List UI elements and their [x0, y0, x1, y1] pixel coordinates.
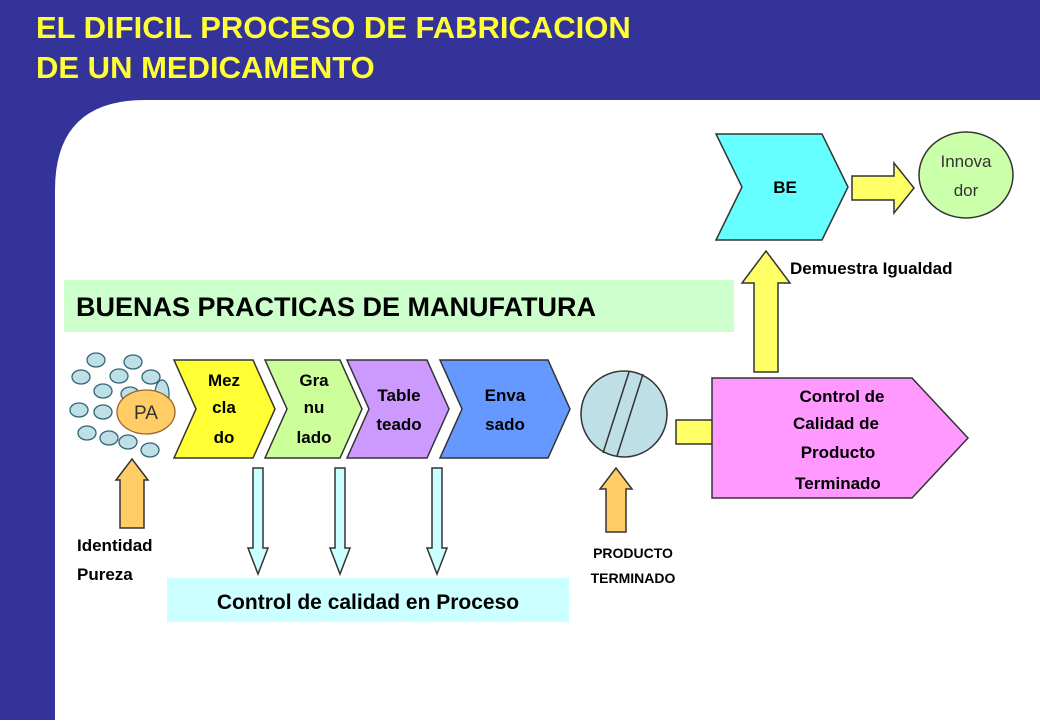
quality-control-line2: Calidad de — [793, 414, 879, 433]
granule — [77, 425, 97, 441]
slide-title-line1: EL DIFICIL PROCESO DE FABRICACION — [36, 10, 631, 45]
granule — [93, 404, 113, 420]
gmp-banner-text: BUENAS PRACTICAS DE MANUFATURA — [76, 292, 596, 322]
process-control-text: Control de calidad en Proceso — [217, 591, 519, 614]
arrow-down-tableteado — [425, 467, 449, 577]
quality-control-line1: Control de — [800, 387, 885, 406]
producto-label: PRODUCTO — [593, 545, 673, 561]
step-mezclado-line2: cla — [212, 398, 236, 417]
arrow-up-producto-terminado — [598, 466, 634, 533]
step-envasado-line1: Enva — [485, 386, 526, 405]
granule — [99, 430, 119, 446]
pureza-label: Pureza — [77, 565, 133, 584]
identidad-label: Identidad — [77, 536, 153, 555]
arrow-down-granulado — [328, 467, 352, 577]
process-control-box — [167, 578, 569, 622]
quality-control-line4: Terminado — [795, 474, 881, 493]
quality-control-line3: Producto — [801, 443, 876, 462]
granule — [140, 442, 160, 458]
demuestra-igualdad-label: Demuestra Igualdad — [790, 259, 953, 278]
step-granulado-line2: nu — [304, 398, 325, 417]
be-chevron — [714, 133, 849, 241]
step-chevron-envasado — [438, 359, 571, 459]
granule — [93, 383, 113, 399]
pa-label: PA — [134, 403, 158, 424]
step-granulado-line3: lado — [297, 428, 332, 447]
granule — [141, 369, 161, 385]
arrow-down-mezclado — [246, 467, 270, 577]
step-chevron-tableteado — [345, 359, 450, 459]
innovador-line2: dor — [954, 181, 979, 200]
tablet-score-line — [602, 371, 630, 454]
granule — [69, 402, 89, 418]
step-tableteado-line1: Table — [377, 386, 420, 405]
innovador-ellipse — [918, 131, 1014, 219]
tablet-icon — [580, 370, 668, 458]
quality-control-chevron — [711, 377, 970, 499]
step-envasado-line2: sado — [485, 415, 525, 434]
step-chevron-mezclado — [172, 359, 276, 459]
step-granulado-line1: Gra — [299, 371, 329, 390]
arrow-right-to-innovador — [851, 160, 915, 216]
slide-title: EL DIFICIL PROCESO DE FABRICACION DE UN … — [36, 8, 631, 88]
step-tableteado-line2: teado — [376, 415, 421, 434]
be-label: BE — [773, 178, 797, 197]
granule — [109, 368, 129, 384]
granule — [86, 352, 106, 368]
step-mezclado-line3: do — [214, 428, 235, 447]
step-mezclado-line1: Mez — [208, 371, 240, 390]
gmp-banner — [64, 280, 734, 332]
arrow-up-to-be — [740, 249, 792, 373]
granule — [118, 434, 138, 450]
tablet-score-line — [616, 373, 644, 457]
granule — [71, 369, 91, 385]
slide-title-line2: DE UN MEDICAMENTO — [36, 50, 375, 85]
terminado-label: TERMINADO — [591, 570, 676, 586]
pa-circle — [116, 389, 176, 435]
granule — [123, 354, 143, 370]
innovador-line1: Innova — [940, 152, 992, 171]
step-chevron-granulado — [263, 359, 363, 459]
arrow-up-identidad — [114, 457, 150, 529]
